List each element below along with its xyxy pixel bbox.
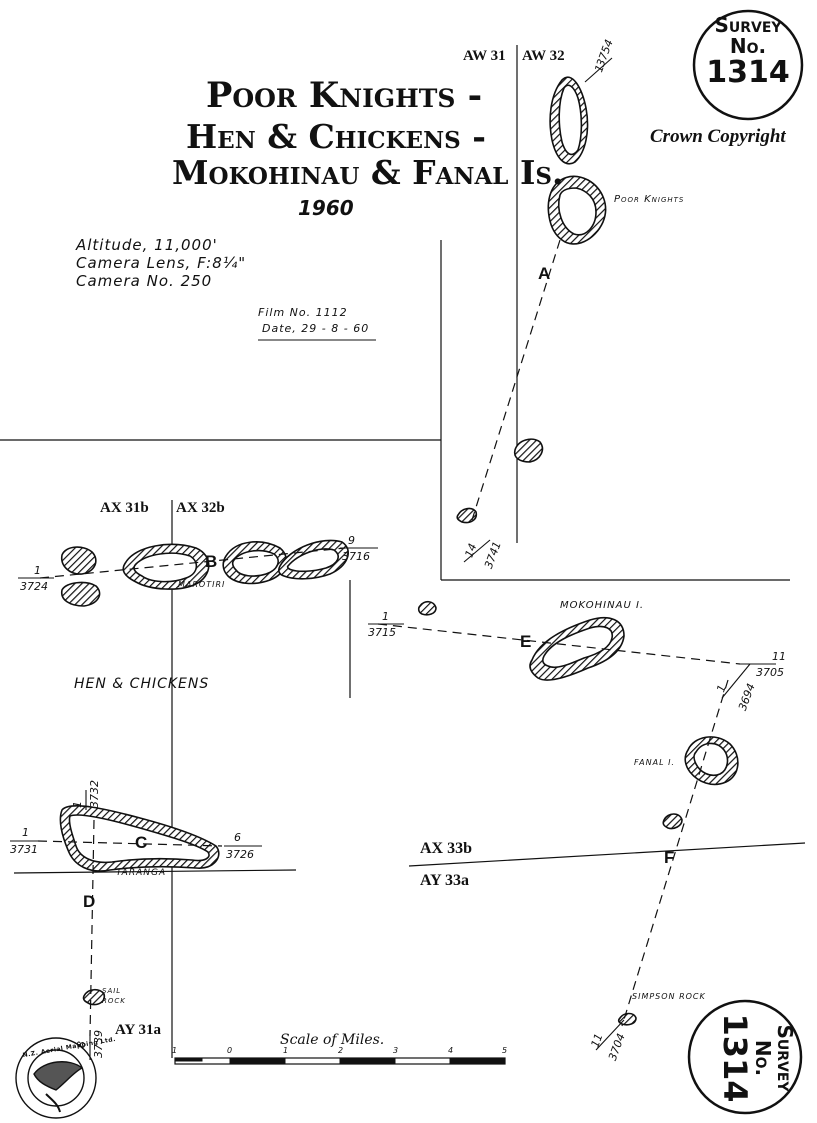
- run-d-line: [89, 819, 95, 1037]
- survey-number-top: 1314: [706, 55, 790, 90]
- island-poor-knights-north-inner: [558, 84, 583, 156]
- place-simpson-rock: Simpson Rock: [632, 992, 706, 1001]
- scale-label: Scale of Miles.: [280, 1032, 385, 1048]
- sheet-label-ax33b: AX 33b: [420, 840, 473, 857]
- run-f-line: [621, 679, 729, 1027]
- scale-bar: [174, 1057, 506, 1065]
- film-number-text: Film No. 1112: [258, 306, 348, 319]
- survey-no-top: No.: [729, 34, 767, 58]
- tick-f-start: [721, 663, 751, 699]
- rock-a-mid: [513, 438, 544, 463]
- survey-label-bottom: Survey: [773, 1024, 797, 1092]
- island-chickens-west-1: [60, 546, 97, 575]
- run-label-e: E: [520, 632, 532, 651]
- run-label-c: C: [135, 833, 148, 852]
- survey-no-bottom: No.: [751, 1039, 775, 1077]
- island-mokohinau-main-inner: [542, 625, 614, 669]
- place-sail-rock: Sail Rock: [102, 987, 126, 1005]
- run-label-f: F: [664, 848, 675, 867]
- scale-tick-0: 0: [227, 1046, 233, 1055]
- sheet-label-ay33a: AY 33a: [420, 872, 470, 889]
- survey-badge-top: Survey No. 1314: [694, 14, 802, 90]
- frame-ticks: [10, 57, 776, 1060]
- frame-e-start-bot: 3715: [368, 626, 396, 639]
- place-marotiri: Marotiri: [178, 580, 226, 589]
- sheet-label-aw31: AW 31: [463, 48, 506, 64]
- survey-badge-bottom: Survey No. 1314: [693, 1003, 797, 1113]
- run-b-line: [39, 547, 346, 579]
- map-title-line1: Poor Knights -: [206, 75, 483, 116]
- sheet-label-ax31b: AX 31b: [100, 500, 149, 516]
- frame-b-start-top: 1: [34, 564, 41, 577]
- islands: [59, 76, 739, 1026]
- crown-copyright: Crown Copyright: [650, 126, 786, 147]
- run-c-line: [37, 840, 223, 847]
- frame-e-start-top: 1: [382, 610, 389, 623]
- sheet-label-ax32b: AX 32b: [176, 500, 225, 516]
- survey-label-top: Survey: [714, 13, 782, 37]
- camera-number-text: Camera No. 250: [76, 272, 213, 290]
- scale-tick-1-left: 1: [172, 1046, 178, 1055]
- map-title-line2: Hen & Chickens -: [186, 117, 486, 156]
- island-sail-rock: [82, 988, 106, 1006]
- camera-lens-text: Camera Lens, F:8¼": [76, 254, 247, 272]
- sheet-label-aw32: AW 32: [522, 48, 565, 64]
- map-title-year: 1960: [298, 196, 354, 220]
- frame-d-start-bot: 3732: [88, 780, 101, 808]
- run-label-b: B: [205, 552, 218, 571]
- run-label-a: A: [538, 264, 551, 283]
- frame-b-end-bot: 3716: [342, 550, 370, 563]
- frame-c-start-bot: 3731: [10, 843, 38, 856]
- frame-b-end-top: 9: [348, 534, 355, 547]
- run-label-d: D: [83, 892, 96, 911]
- scale-tick-1: 1: [283, 1046, 289, 1055]
- frame-e-end-bot: 3705: [756, 666, 784, 679]
- frame-c-end-bot: 3726: [226, 848, 254, 861]
- sheet-label-ay31a: AY 31a: [115, 1022, 161, 1038]
- aerial-mapping-logo: [15, 1037, 97, 1119]
- island-poor-knights-south-inner: [558, 187, 597, 236]
- run-a-line: [471, 239, 561, 521]
- altitude-text: Altitude, 11,000': [76, 236, 218, 254]
- boundary-ax33b-ay33a: [408, 842, 806, 867]
- frame-b-start-bot: 3724: [20, 580, 48, 593]
- rock-simpson: [617, 1012, 637, 1026]
- island-chickens-west-2: [60, 581, 101, 607]
- island-chickens-east-1-inner: [231, 549, 279, 577]
- island-fanal-inner: [693, 742, 729, 777]
- place-poor-knights: Poor Knights: [614, 194, 685, 205]
- island-mokohinau-west-rock: [417, 600, 437, 616]
- frame-d-start-top: 1: [71, 801, 84, 808]
- rock-fanal-south: [662, 813, 683, 830]
- rock-a-end: [456, 507, 478, 524]
- place-fanal: Fanal I.: [634, 758, 675, 767]
- tick-a-start: [584, 57, 613, 83]
- map-title-line3: Mokohinau & Fanal Is.: [172, 153, 564, 192]
- tick-f-end: [595, 1019, 625, 1051]
- survey-circle-top: [692, 9, 804, 121]
- island-taranga-inner: [68, 814, 210, 864]
- scale-tick-4: 4: [448, 1046, 454, 1055]
- place-taranga: Taranga: [116, 868, 167, 878]
- scale-tick-5: 5: [502, 1046, 508, 1055]
- island-chickens-marotiri-inner: [133, 552, 198, 583]
- scale-tick-2: 2: [338, 1046, 344, 1055]
- place-hen-chickens: Hen & Chickens: [74, 676, 210, 692]
- film-date-text: Date, 29 - 8 - 60: [262, 322, 370, 335]
- scale-tick-3: 3: [393, 1046, 399, 1055]
- boundary-taranga-horizontal: [13, 869, 297, 874]
- frame-c-start-top: 1: [22, 826, 29, 839]
- flight-runs: [37, 239, 741, 1037]
- frame-c-end-top: 6: [234, 831, 241, 844]
- survey-circle-bottom: [687, 999, 803, 1115]
- run-e-line: [377, 623, 741, 665]
- frame-e-end-top: 11: [772, 650, 786, 663]
- survey-number-bottom: 1314: [716, 1013, 754, 1103]
- island-chickens-east-2-inner: [286, 548, 339, 573]
- sheet-boundaries: [0, 45, 806, 1058]
- tick-a-end: [463, 539, 491, 563]
- place-mokohinau: Mokohinau I.: [560, 600, 645, 611]
